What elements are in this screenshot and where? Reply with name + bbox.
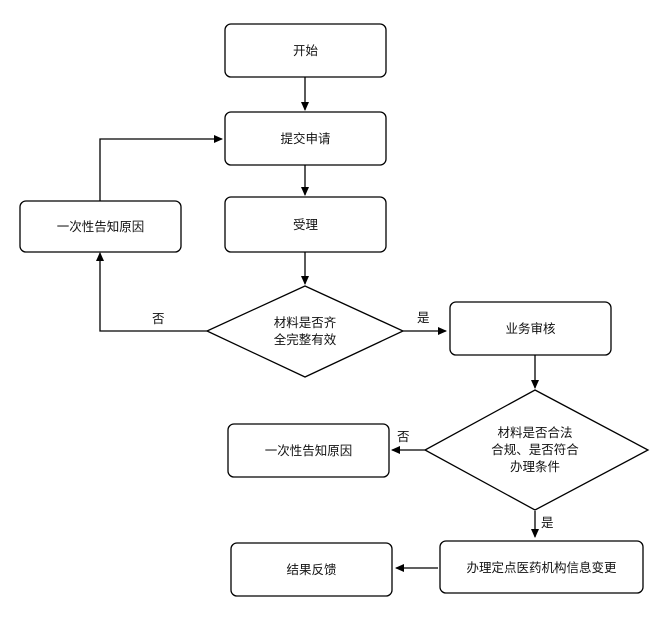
decision-compliance-line-2: 合规、是否符合 [491, 442, 579, 457]
node-accept-box [224, 196, 387, 253]
decision-materials-line-2: 全完整有效 [274, 332, 337, 347]
node-notify-reason-2: 一次性告知原因 [227, 423, 390, 478]
node-start-box [224, 23, 387, 78]
node-process-change-label: 办理定点医药机构信息变更 [466, 560, 617, 575]
node-notify-reason-1-label: 一次性告知原因 [57, 219, 145, 234]
node-submit: 提交申请 [224, 111, 387, 166]
node-feedback-label: 结果反馈 [286, 562, 336, 577]
node-submit-label: 提交申请 [280, 131, 330, 146]
connectors [96, 76, 539, 572]
node-notify-reason-2-label: 一次性告知原因 [265, 443, 353, 458]
edge-label-no-1: 否 [152, 311, 165, 326]
edge-label-no-2: 否 [397, 429, 410, 444]
edge-label-yes-1: 是 [417, 310, 430, 325]
decision-compliance-line-1: 材料是否合法 [497, 425, 572, 440]
node-notify-reason-2-box [227, 423, 390, 478]
node-accept-label: 受理 [293, 217, 319, 232]
node-review-label: 业务审核 [505, 321, 556, 336]
node-feedback: 结果反馈 [230, 542, 393, 597]
node-accept: 受理 [224, 196, 387, 253]
node-notify-reason-1: 一次性告知原因 [19, 200, 182, 253]
node-notify-reason-1-box [19, 200, 182, 253]
decision-materials: 材料是否齐 全完整有效 [205, 285, 405, 378]
node-submit-box [224, 111, 387, 166]
node-feedback-box [230, 542, 393, 597]
edge-label-yes-2: 是 [541, 515, 554, 530]
node-start: 开始 [224, 23, 387, 78]
edge-check-no-to-notify [96, 252, 207, 332]
decision-materials-shape [205, 285, 405, 378]
node-review: 业务审核 [449, 301, 612, 356]
decision-compliance-shape [423, 389, 650, 511]
decision-compliance: 材料是否合法 合规、是否符合 办理条件 [423, 389, 650, 511]
node-start-label: 开始 [293, 43, 319, 58]
decision-compliance-line-3: 办理条件 [510, 459, 560, 474]
node-process-change: 办理定点医药机构信息变更 [439, 540, 644, 594]
edge-notify-to-submit [99, 135, 223, 201]
node-review-box [449, 301, 612, 356]
node-process-change-box [439, 540, 644, 594]
decision-materials-line-1: 材料是否齐 [274, 315, 337, 330]
